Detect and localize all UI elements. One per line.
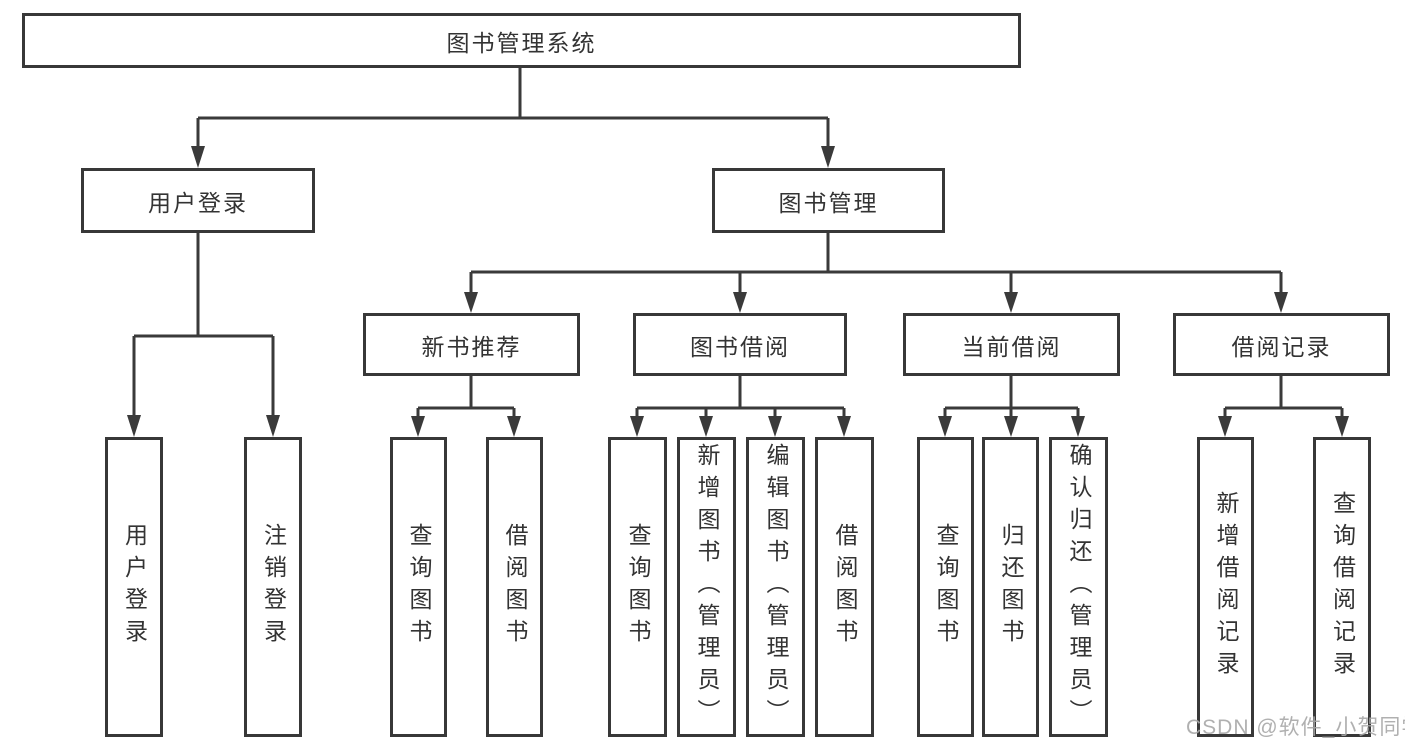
arrow-down-icon bbox=[464, 292, 478, 313]
leaf-label: 新增图书（管理员） bbox=[694, 443, 720, 731]
leaf-label: 查询图书 bbox=[625, 523, 651, 651]
node-new-book-rec: 新书推荐 bbox=[363, 313, 580, 376]
connector-root bbox=[191, 68, 835, 168]
node-leaf-query-books-current: 查询图书 bbox=[917, 437, 974, 737]
node-leaf-confirm-return-admin: 确认归还（管理员） bbox=[1049, 437, 1108, 737]
node-leaf-user-login: 用户登录 bbox=[105, 437, 163, 737]
connector-user-login bbox=[127, 233, 280, 437]
node-leaf-return-books: 归还图书 bbox=[982, 437, 1039, 737]
node-user-login: 用户登录 bbox=[81, 168, 315, 233]
leaf-label: 注销登录 bbox=[260, 523, 287, 651]
node-borrow-record: 借阅记录 bbox=[1173, 313, 1390, 376]
leaf-label: 用户登录 bbox=[121, 523, 148, 651]
node-book-mgmt: 图书管理 bbox=[712, 168, 945, 233]
node-leaf-borrow-books: 借阅图书 bbox=[815, 437, 874, 737]
node-leaf-add-books-admin: 新增图书（管理员） bbox=[677, 437, 736, 737]
connector-book-borrow bbox=[630, 376, 851, 437]
node-leaf-logout: 注销登录 bbox=[244, 437, 302, 737]
arrow-down-icon bbox=[821, 146, 835, 168]
arrow-down-icon bbox=[630, 416, 644, 437]
arrow-down-icon bbox=[837, 416, 851, 437]
node-leaf-query-borrow-record: 查询借阅记录 bbox=[1313, 437, 1371, 737]
node-leaf-query-books-rec: 查询图书 bbox=[390, 437, 447, 737]
arrow-down-icon bbox=[127, 415, 141, 437]
arrow-down-icon bbox=[768, 416, 782, 437]
arrow-down-icon bbox=[507, 416, 521, 437]
arrow-down-icon bbox=[266, 415, 280, 437]
connector-book-mgmt bbox=[464, 233, 1288, 313]
node-current-borrow: 当前借阅 bbox=[903, 313, 1120, 376]
csdn-watermark: CSDN @软件_小贺同学 bbox=[1186, 716, 1405, 739]
arrow-down-icon bbox=[1071, 416, 1085, 437]
arrow-down-icon bbox=[1004, 292, 1018, 313]
arrow-down-icon bbox=[1218, 416, 1232, 437]
leaf-label: 新增借阅记录 bbox=[1213, 491, 1239, 683]
connector-new-book-rec bbox=[411, 376, 521, 437]
arrow-down-icon bbox=[938, 416, 952, 437]
arrow-down-icon bbox=[1274, 292, 1288, 313]
arrow-down-icon bbox=[191, 146, 205, 168]
leaf-label: 借阅图书 bbox=[502, 523, 528, 651]
arrow-down-icon bbox=[411, 416, 425, 437]
leaf-label: 确认归还（管理员） bbox=[1066, 443, 1092, 731]
connector-borrow-record bbox=[1218, 376, 1349, 437]
arrow-down-icon bbox=[1335, 416, 1349, 437]
leaf-label: 借阅图书 bbox=[832, 523, 858, 651]
node-leaf-add-borrow-record: 新增借阅记录 bbox=[1197, 437, 1254, 737]
arrow-down-icon bbox=[699, 416, 713, 437]
connector-current-borrow bbox=[938, 376, 1085, 437]
leaf-label: 归还图书 bbox=[998, 523, 1024, 651]
node-leaf-edit-books-admin: 编辑图书（管理员） bbox=[746, 437, 805, 737]
node-book-borrow: 图书借阅 bbox=[633, 313, 847, 376]
node-root: 图书管理系统 bbox=[22, 13, 1021, 68]
node-leaf-query-books-borrow: 查询图书 bbox=[608, 437, 667, 737]
leaf-label: 查询借阅记录 bbox=[1329, 491, 1356, 683]
leaf-label: 查询图书 bbox=[406, 523, 432, 651]
node-leaf-borrow-books-rec: 借阅图书 bbox=[486, 437, 543, 737]
leaf-label: 编辑图书（管理员） bbox=[763, 443, 789, 731]
arrow-down-icon bbox=[733, 292, 747, 313]
arrow-down-icon bbox=[1004, 416, 1018, 437]
leaf-label: 查询图书 bbox=[933, 523, 959, 651]
